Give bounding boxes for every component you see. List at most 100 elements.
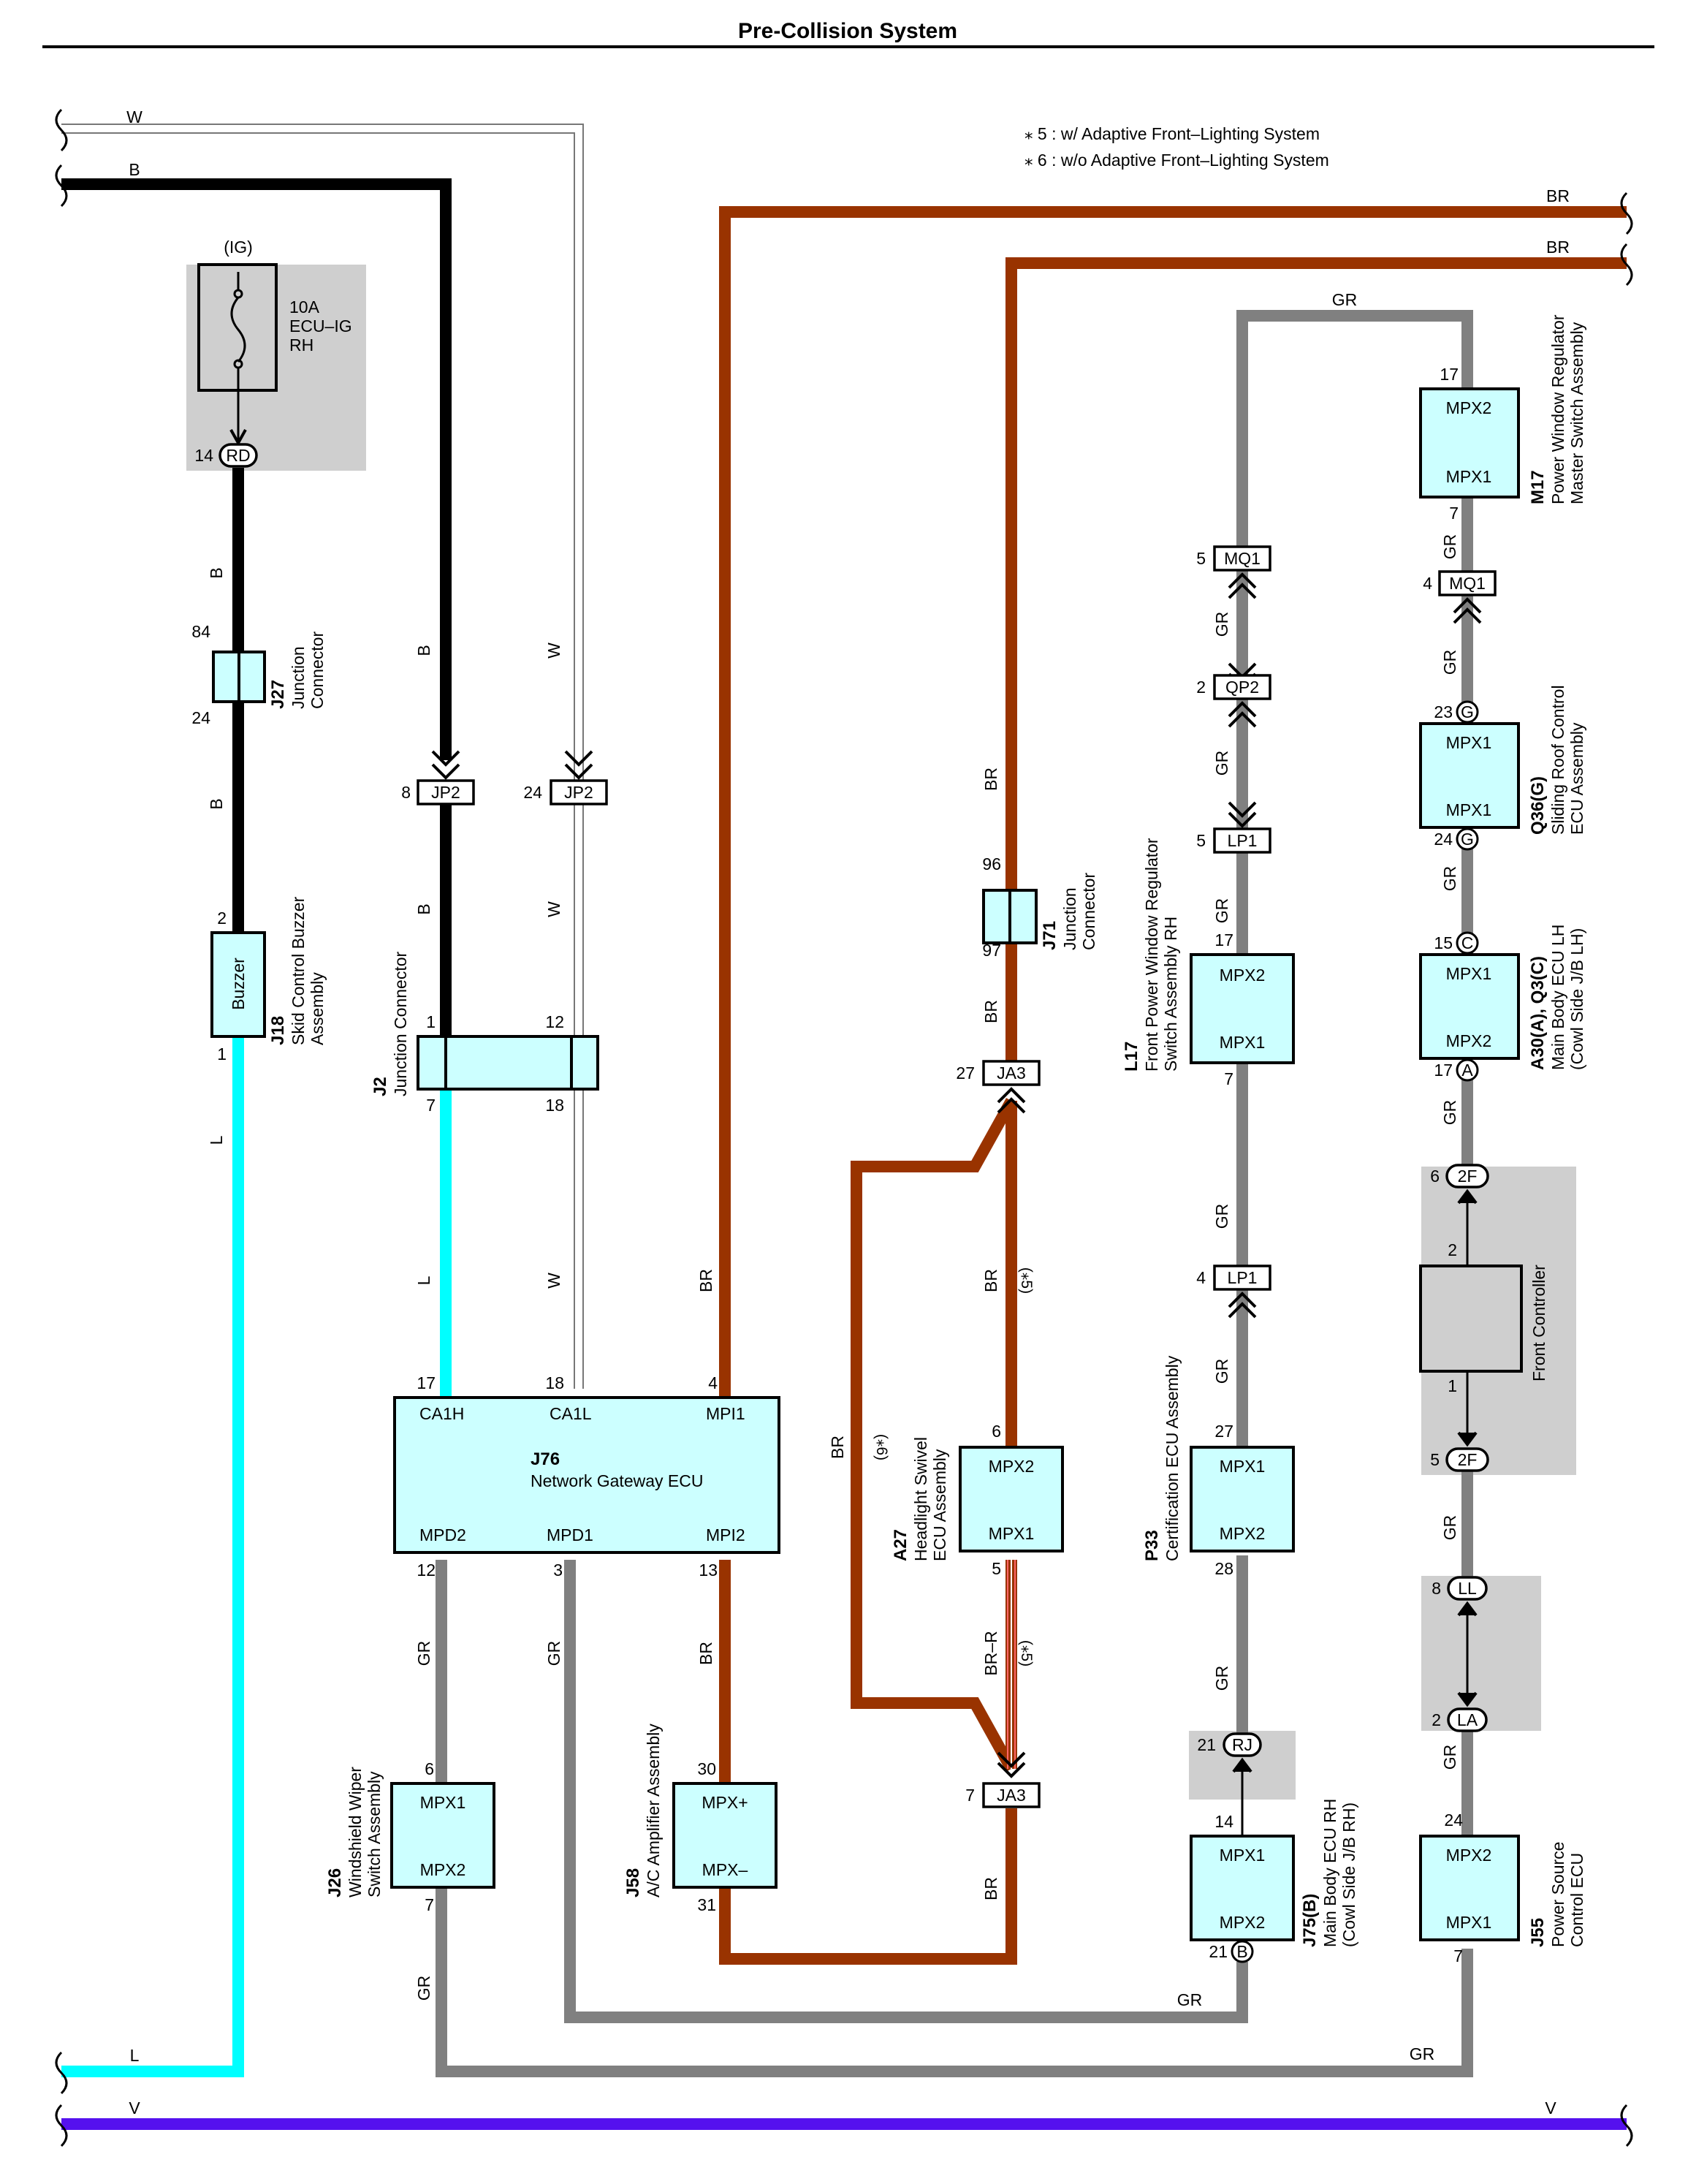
lbl-gr-bottom-a: GR — [1177, 1990, 1203, 2009]
svg-text:14: 14 — [194, 446, 213, 465]
wire-br-bottom — [719, 1560, 1017, 1965]
svg-text:MPX2: MPX2 — [1220, 1524, 1266, 1543]
wire-b-top — [61, 178, 452, 760]
svg-text:RH: RH — [289, 335, 313, 354]
svg-text:LP1: LP1 — [1228, 831, 1258, 850]
svg-text:5: 5 — [992, 1559, 1001, 1578]
a27-headlight-swivel-ecu: MPX2 MPX1 6 5 A27 Headlight Swivel ECU A… — [891, 1422, 1064, 1578]
lbl-w-top: W — [126, 107, 142, 126]
svg-text:LP1: LP1 — [1228, 1268, 1258, 1287]
svg-text:MPX1: MPX1 — [420, 1793, 466, 1812]
svg-text:Control ECU: Control ECU — [1567, 1853, 1586, 1947]
lbl-br-1: BR — [1546, 186, 1570, 205]
svg-text:A/C Amplifier Assembly: A/C Amplifier Assembly — [644, 1724, 663, 1897]
svg-text:12: 12 — [417, 1561, 436, 1580]
svg-text:3: 3 — [553, 1561, 563, 1580]
svg-text:B: B — [414, 903, 433, 914]
svg-text:5: 5 — [1430, 1450, 1440, 1469]
lbl-b-top: B — [129, 160, 140, 179]
svg-text:17: 17 — [417, 1373, 436, 1392]
svg-text:(⁎5): (⁎5) — [1018, 1267, 1035, 1294]
svg-text:GR: GR — [1440, 1100, 1459, 1126]
svg-text:BR: BR — [696, 1642, 715, 1665]
svg-text:8: 8 — [1432, 1579, 1441, 1598]
mq1-left: MQ1 5 — [1196, 545, 1271, 599]
svg-text:MPX1: MPX1 — [1446, 800, 1492, 819]
j27-junction-connector: 84 24 J27 Junction Connector — [191, 622, 327, 727]
svg-text:QP2: QP2 — [1225, 678, 1259, 697]
svg-text:MPX2: MPX2 — [1446, 398, 1492, 417]
svg-text:MPX2: MPX2 — [420, 1860, 466, 1879]
wire-gr-j75-bottom — [564, 1560, 1248, 2023]
svg-text:Q36(G): Q36(G) — [1528, 776, 1548, 835]
wire-w — [61, 124, 584, 1389]
m17-power-window-master-switch: MPX2 MPX1 17 7 M17 Power Window Regulato… — [1419, 314, 1586, 523]
svg-text:CA1H: CA1H — [419, 1404, 464, 1423]
lbl-gr-top: GR — [1332, 290, 1358, 309]
wire-br-2 — [1005, 257, 1627, 890]
svg-text:Junction: Junction — [1060, 887, 1079, 950]
wire-br-r — [1005, 1560, 1017, 1769]
svg-text:4: 4 — [708, 1373, 718, 1392]
svg-text:GR: GR — [1212, 1204, 1231, 1229]
page-title: Pre-Collision System — [738, 19, 957, 43]
svg-text:18: 18 — [545, 1096, 564, 1115]
jp2-b: JP2 8 — [401, 750, 475, 805]
wire-br-loop — [851, 1098, 1016, 1772]
svg-text:7: 7 — [1224, 1069, 1233, 1088]
j71-junction-connector: 96 97 J71 Junction Connector — [982, 854, 1098, 960]
svg-text:2: 2 — [217, 909, 227, 928]
svg-text:J71: J71 — [1040, 921, 1060, 950]
a30-main-body-ecu-lh: C 15 MPX1 MPX2 A 17 A30(A), Q3(C) Main B… — [1419, 925, 1586, 1082]
svg-text:96: 96 — [982, 854, 1001, 873]
lbl-br-2: BR — [1546, 238, 1570, 257]
svg-text:MPX1: MPX1 — [1446, 1913, 1492, 1932]
fuse-ig-label: (IG) — [224, 238, 253, 257]
svg-text:Buzzer: Buzzer — [229, 958, 248, 1010]
svg-text:18: 18 — [545, 1373, 564, 1392]
svg-text:B: B — [207, 798, 226, 809]
svg-text:B: B — [414, 645, 433, 656]
svg-text:GR: GR — [1440, 534, 1459, 560]
svg-text:W: W — [544, 901, 563, 917]
note-6: ⁎ 6 : w/o Adaptive Front–Lighting System — [1024, 151, 1329, 170]
j75-main-body-ecu-rh: MPX1 MPX2 14 B 21 J75(B) Main Body ECU R… — [1190, 1799, 1358, 1963]
svg-text:24: 24 — [523, 783, 542, 802]
svg-text:MPX2: MPX2 — [1446, 1846, 1492, 1865]
svg-text:ECU Assembly: ECU Assembly — [1567, 722, 1586, 835]
svg-text:Main Body ECU LH: Main Body ECU LH — [1548, 925, 1567, 1070]
svg-text:L: L — [414, 1275, 433, 1285]
svg-text:Power Window Regulator: Power Window Regulator — [1548, 314, 1567, 504]
wire-gr-top-loop — [1236, 310, 1473, 955]
svg-text:MPD1: MPD1 — [547, 1525, 593, 1544]
svg-text:4: 4 — [1423, 574, 1432, 593]
svg-text:2: 2 — [1196, 678, 1206, 697]
j76-network-gateway-ecu: CA1H CA1L MPI1 J76 Network Gateway ECU M… — [393, 1373, 780, 1580]
fuse-arrow — [229, 429, 247, 447]
svg-text:Power Source: Power Source — [1548, 1842, 1567, 1947]
svg-text:Certification ECU Assembly: Certification ECU Assembly — [1163, 1355, 1182, 1561]
svg-text:2F: 2F — [1458, 1450, 1478, 1469]
svg-text:M17: M17 — [1528, 470, 1548, 504]
svg-text:ECU–IG: ECU–IG — [289, 316, 352, 335]
svg-text:GR: GR — [544, 1641, 563, 1667]
conn-rj: RJ 21 — [1197, 1732, 1262, 1836]
svg-text:GR: GR — [1440, 1515, 1459, 1541]
svg-text:2: 2 — [1432, 1710, 1441, 1729]
svg-text:13: 13 — [699, 1561, 718, 1580]
svg-text:MPI1: MPI1 — [706, 1404, 745, 1423]
svg-text:J75(B): J75(B) — [1300, 1894, 1320, 1947]
svg-text:MPX1: MPX1 — [1446, 733, 1492, 752]
svg-text:BR: BR — [696, 1269, 715, 1292]
svg-text:28: 28 — [1214, 1559, 1233, 1578]
svg-text:Skid Control Buzzer: Skid Control Buzzer — [289, 896, 308, 1045]
svg-text:21: 21 — [1197, 1735, 1216, 1754]
svg-text:ECU Assembly: ECU Assembly — [930, 1449, 949, 1561]
j26-windshield-wiper-switch: MPX1 MPX2 6 7 J26 Windshield Wiper Switc… — [325, 1759, 495, 1914]
front-controller: 2F 6 2 Front Controller 1 2F 5 — [1419, 1164, 1548, 1472]
ll-la-connector: LL 8 LA 2 — [1432, 1576, 1488, 1732]
j58-ac-amplifier: MPX+ MPX– 30 31 J58 A/C Amplifier Assemb… — [623, 1724, 778, 1914]
lbl-v-left: V — [129, 2098, 140, 2117]
svg-text:GR: GR — [1440, 650, 1459, 675]
svg-text:6: 6 — [992, 1422, 1001, 1441]
